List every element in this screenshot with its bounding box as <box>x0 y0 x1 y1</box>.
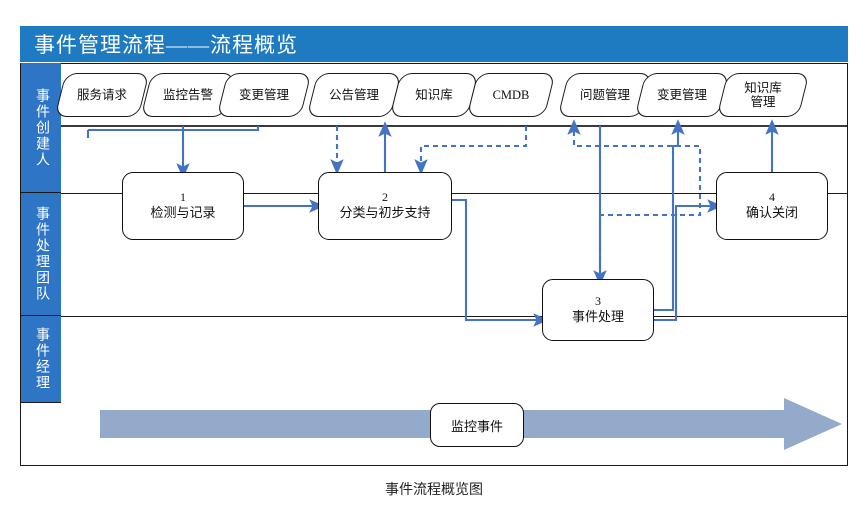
system-node-label: 服务请求 <box>76 88 127 102</box>
system-node-5[interactable]: 知识库 <box>389 73 479 117</box>
system-node-6[interactable]: CMDB <box>466 73 556 117</box>
process-number: 2 <box>382 190 388 205</box>
process-name: 检测与记录 <box>150 205 216 221</box>
lane-label-2: 事件处理团队 <box>21 193 61 316</box>
process-name: 确认关闭 <box>745 205 798 221</box>
system-node-label: 公告管理 <box>328 88 379 102</box>
lane-label-text: 事件经理 <box>34 327 49 391</box>
system-node-4[interactable]: 公告管理 <box>306 73 402 117</box>
lane-label-text: 事件处理团队 <box>34 206 49 302</box>
lane-divider-2 <box>21 316 848 317</box>
system-node-label: 变更管理 <box>238 88 289 102</box>
monitor-event-label: 监控事件 <box>450 418 503 434</box>
lane-label-1: 事件创建人 <box>21 63 61 193</box>
system-node-3[interactable]: 变更管理 <box>216 73 312 117</box>
system-node-label: 知识库 <box>415 88 453 102</box>
system-node-label: 监控告警 <box>162 88 213 102</box>
system-node-8[interactable]: 变更管理 <box>634 73 730 117</box>
lane-label-3: 事件经理 <box>21 316 61 403</box>
figure-caption: 事件流程概览图 <box>385 483 483 498</box>
process-name: 分类与初步支持 <box>339 205 431 221</box>
process-number: 3 <box>595 294 601 309</box>
diagram-title-bar: 事件管理流程——流程概览 <box>20 26 848 62</box>
system-node-label: 变更管理 <box>656 88 707 102</box>
process-number: 1 <box>180 190 186 205</box>
lane-label-text: 事件创建人 <box>34 87 49 168</box>
page-title: 事件管理流程——流程概览 <box>34 33 298 57</box>
system-node-label: 问题管理 <box>579 88 630 102</box>
system-node-label: 知识库 管理 <box>744 81 782 109</box>
process-number: 4 <box>769 190 775 205</box>
system-node-9[interactable]: 知识库 管理 <box>716 73 810 117</box>
system-node-label: CMDB <box>492 88 530 102</box>
system-node-1[interactable]: 服务请求 <box>54 73 150 117</box>
monitor-event-box: 监控事件 <box>430 403 524 447</box>
process-name: 事件处理 <box>571 309 624 325</box>
